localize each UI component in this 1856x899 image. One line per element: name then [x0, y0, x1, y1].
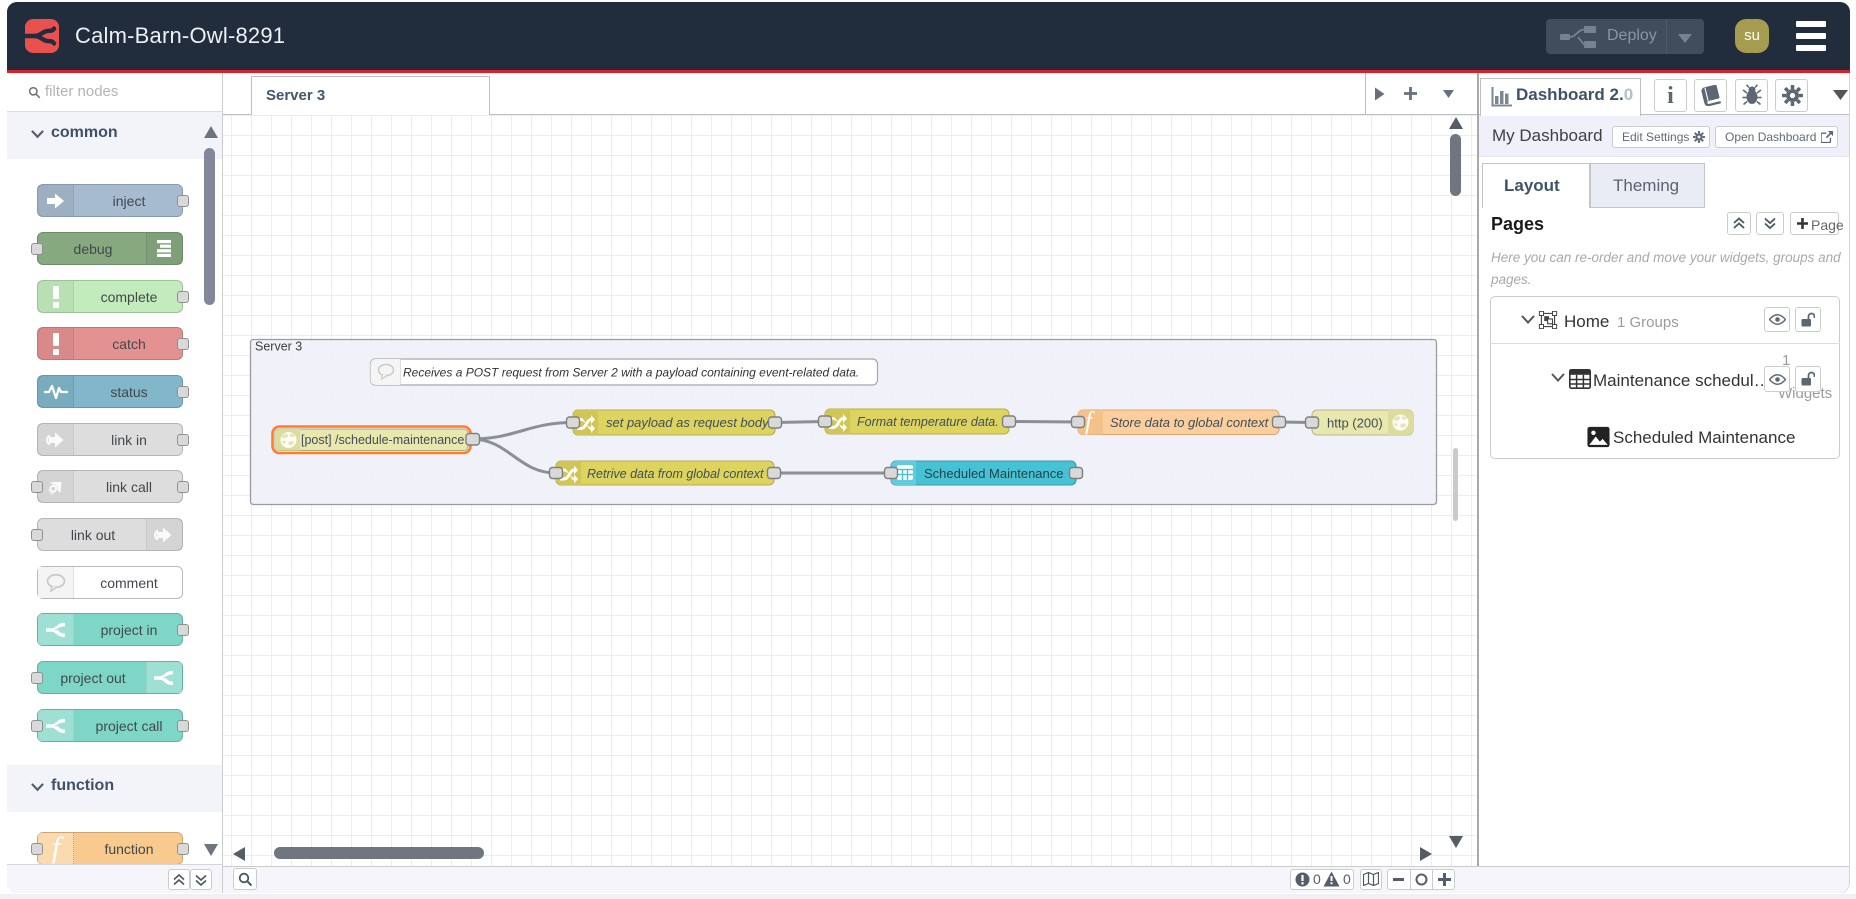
- svg-text:http (200): http (200): [1327, 416, 1383, 431]
- svg-text:Store data to global context: Store data to global context: [1110, 415, 1270, 430]
- svg-text:Receives a POST request from S: Receives a POST request from Server 2 wi…: [403, 366, 859, 380]
- svg-text:Scheduled Maintenance: Scheduled Maintenance: [924, 466, 1064, 481]
- svg-text:set payload as request body: set payload as request body: [606, 415, 770, 430]
- svg-text:Retrive data from global conte: Retrive data from global context: [587, 467, 764, 481]
- svg-text:Format temperature data.: Format temperature data.: [857, 415, 999, 429]
- svg-text:Server 3: Server 3: [255, 340, 302, 354]
- svg-text:[post] /schedule-maintenance: [post] /schedule-maintenance: [301, 433, 464, 447]
- svg-text:f: f: [1085, 408, 1095, 435]
